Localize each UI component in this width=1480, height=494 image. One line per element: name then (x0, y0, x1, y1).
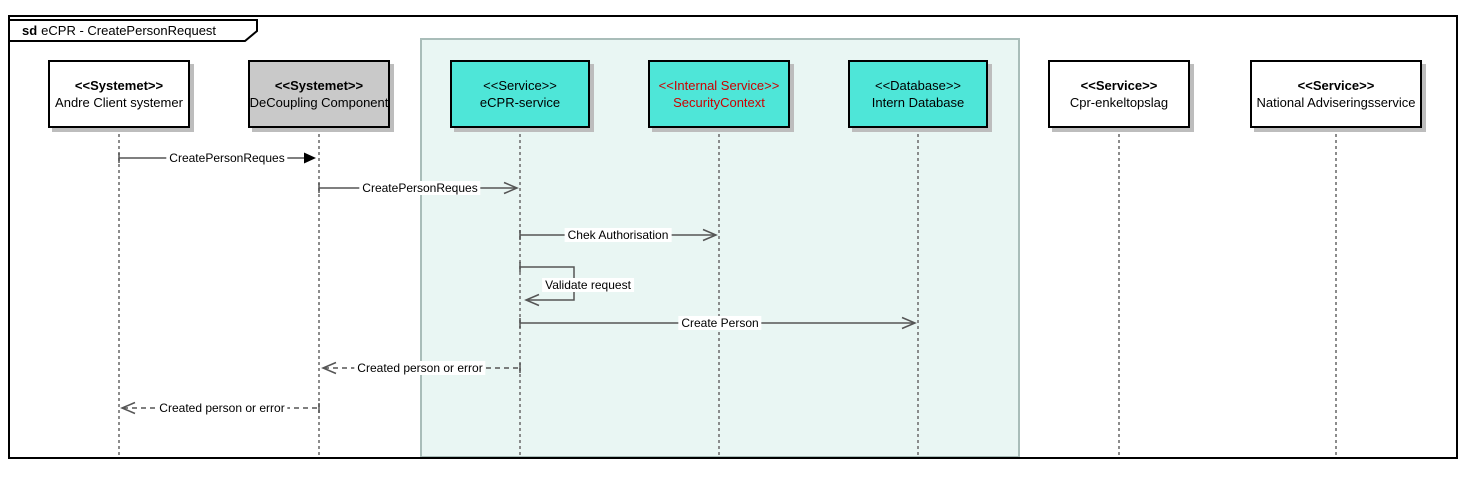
lifeline-name: Andre Client systemer (55, 95, 183, 110)
filled-arrowhead-icon (304, 152, 316, 164)
diagram-title-text: eCPR - CreatePersonRequest (41, 23, 217, 38)
lifeline-head-andre-client-systemer[interactable]: <<Systemet>> Andre Client systemer (48, 60, 190, 128)
lifeline-name: Cpr-enkeltopslag (1069, 95, 1169, 110)
lifeline-head-securitycontext[interactable]: <<Internal Service>> SecurityContext (648, 60, 790, 128)
lifeline-stereotype: <<Service>> (1297, 78, 1375, 93)
message-label-createpersonreques-1[interactable]: CreatePersonReques (166, 151, 288, 165)
lifeline-name: DeCoupling Component (249, 95, 389, 110)
message-label-validate-request[interactable]: Validate request (542, 278, 634, 292)
lifeline-stereotype: <<Systemet>> (274, 78, 364, 93)
message-label-created-person-or-error-1[interactable]: Created person or error (354, 361, 486, 375)
message-label-chek-authorisation[interactable]: Chek Authorisation (564, 228, 672, 242)
message-line-created-person-or-error-1[interactable] (321, 361, 521, 375)
lifeline-stereotype: <<Database>> (874, 78, 962, 93)
open-arrowhead-icon (120, 401, 136, 415)
message-label-createpersonreques-2[interactable]: CreatePersonReques (359, 181, 481, 195)
message-label-created-person-or-error-2[interactable]: Created person or error (156, 401, 288, 415)
lifeline-name: SecurityContext (673, 95, 765, 110)
lifeline-name: eCPR-service (479, 95, 561, 110)
lifelines-group (118, 128, 1337, 458)
lifeline-name: Intern Database (871, 95, 965, 110)
lifeline-stereotype: <<Systemet>> (74, 78, 164, 93)
open-arrowhead-icon (503, 181, 519, 195)
lifeline-head-intern-database[interactable]: <<Database>> Intern Database (848, 60, 988, 128)
diagram-title-keyword: sd (22, 23, 38, 38)
lifeline-head-national-adviseringsservice[interactable]: <<Service>> National Adviseringsservice (1250, 60, 1422, 128)
lifeline-head-cpr-enkeltopslag[interactable]: <<Service>> Cpr-enkeltopslag (1048, 60, 1190, 128)
message-label-create-person[interactable]: Create Person (678, 316, 762, 330)
lifeline-name: National Adviseringsservice (1256, 95, 1416, 110)
open-arrowhead-icon (321, 361, 337, 375)
frame-title-tab (8, 19, 258, 42)
lifeline-stereotype: <<Service>> (483, 78, 557, 93)
lifeline-stereotype: <<Internal Service>> (658, 78, 780, 93)
open-arrowhead-icon (702, 228, 718, 242)
open-arrowhead-icon (901, 316, 917, 330)
lifeline-head-decoupling-component[interactable]: <<Systemet>> DeCoupling Component (248, 60, 390, 128)
lifeline-stereotype: <<Service>> (1080, 78, 1158, 93)
open-arrowhead-icon (524, 293, 540, 307)
lifeline-head-ecpr-service[interactable]: <<Service>> eCPR-service (450, 60, 590, 128)
